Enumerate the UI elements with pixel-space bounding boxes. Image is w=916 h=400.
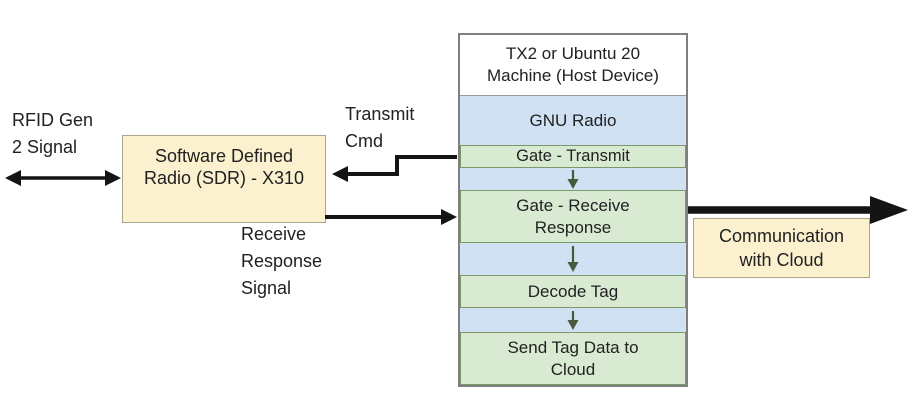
gate-receive-response-step: Gate - Receive Response <box>460 190 686 243</box>
receive-response-signal-label: Receive Response Signal <box>241 224 323 298</box>
flow-spacer <box>460 243 686 275</box>
sdr-box: Software Defined Radio (SDR) - X310 <box>122 135 326 223</box>
transmit-cmd-label: Transmit Cmd <box>345 104 415 151</box>
rfid-gen2-signal-label: RFID Gen 2 Signal <box>12 110 94 157</box>
send-tag-data-step: Send Tag Data to Cloud <box>460 332 686 385</box>
host-device-stack: TX2 or Ubuntu 20 Machine (Host Device) G… <box>458 33 688 387</box>
host-device-title: TX2 or Ubuntu 20 Machine (Host Device) <box>460 35 686 96</box>
rfid-signal-double-arrow <box>5 170 121 186</box>
decode-tag-step: Decode Tag <box>460 275 686 308</box>
gate-transmit-step: Gate - Transmit <box>460 145 686 168</box>
receive-response-arrow <box>325 209 457 225</box>
communication-with-cloud-box: Communication with Cloud <box>693 218 870 278</box>
flow-spacer <box>460 168 686 190</box>
gnu-radio-layer: GNU Radio <box>460 96 686 145</box>
flow-spacer <box>460 308 686 332</box>
transmit-cmd-arrow <box>332 155 457 182</box>
